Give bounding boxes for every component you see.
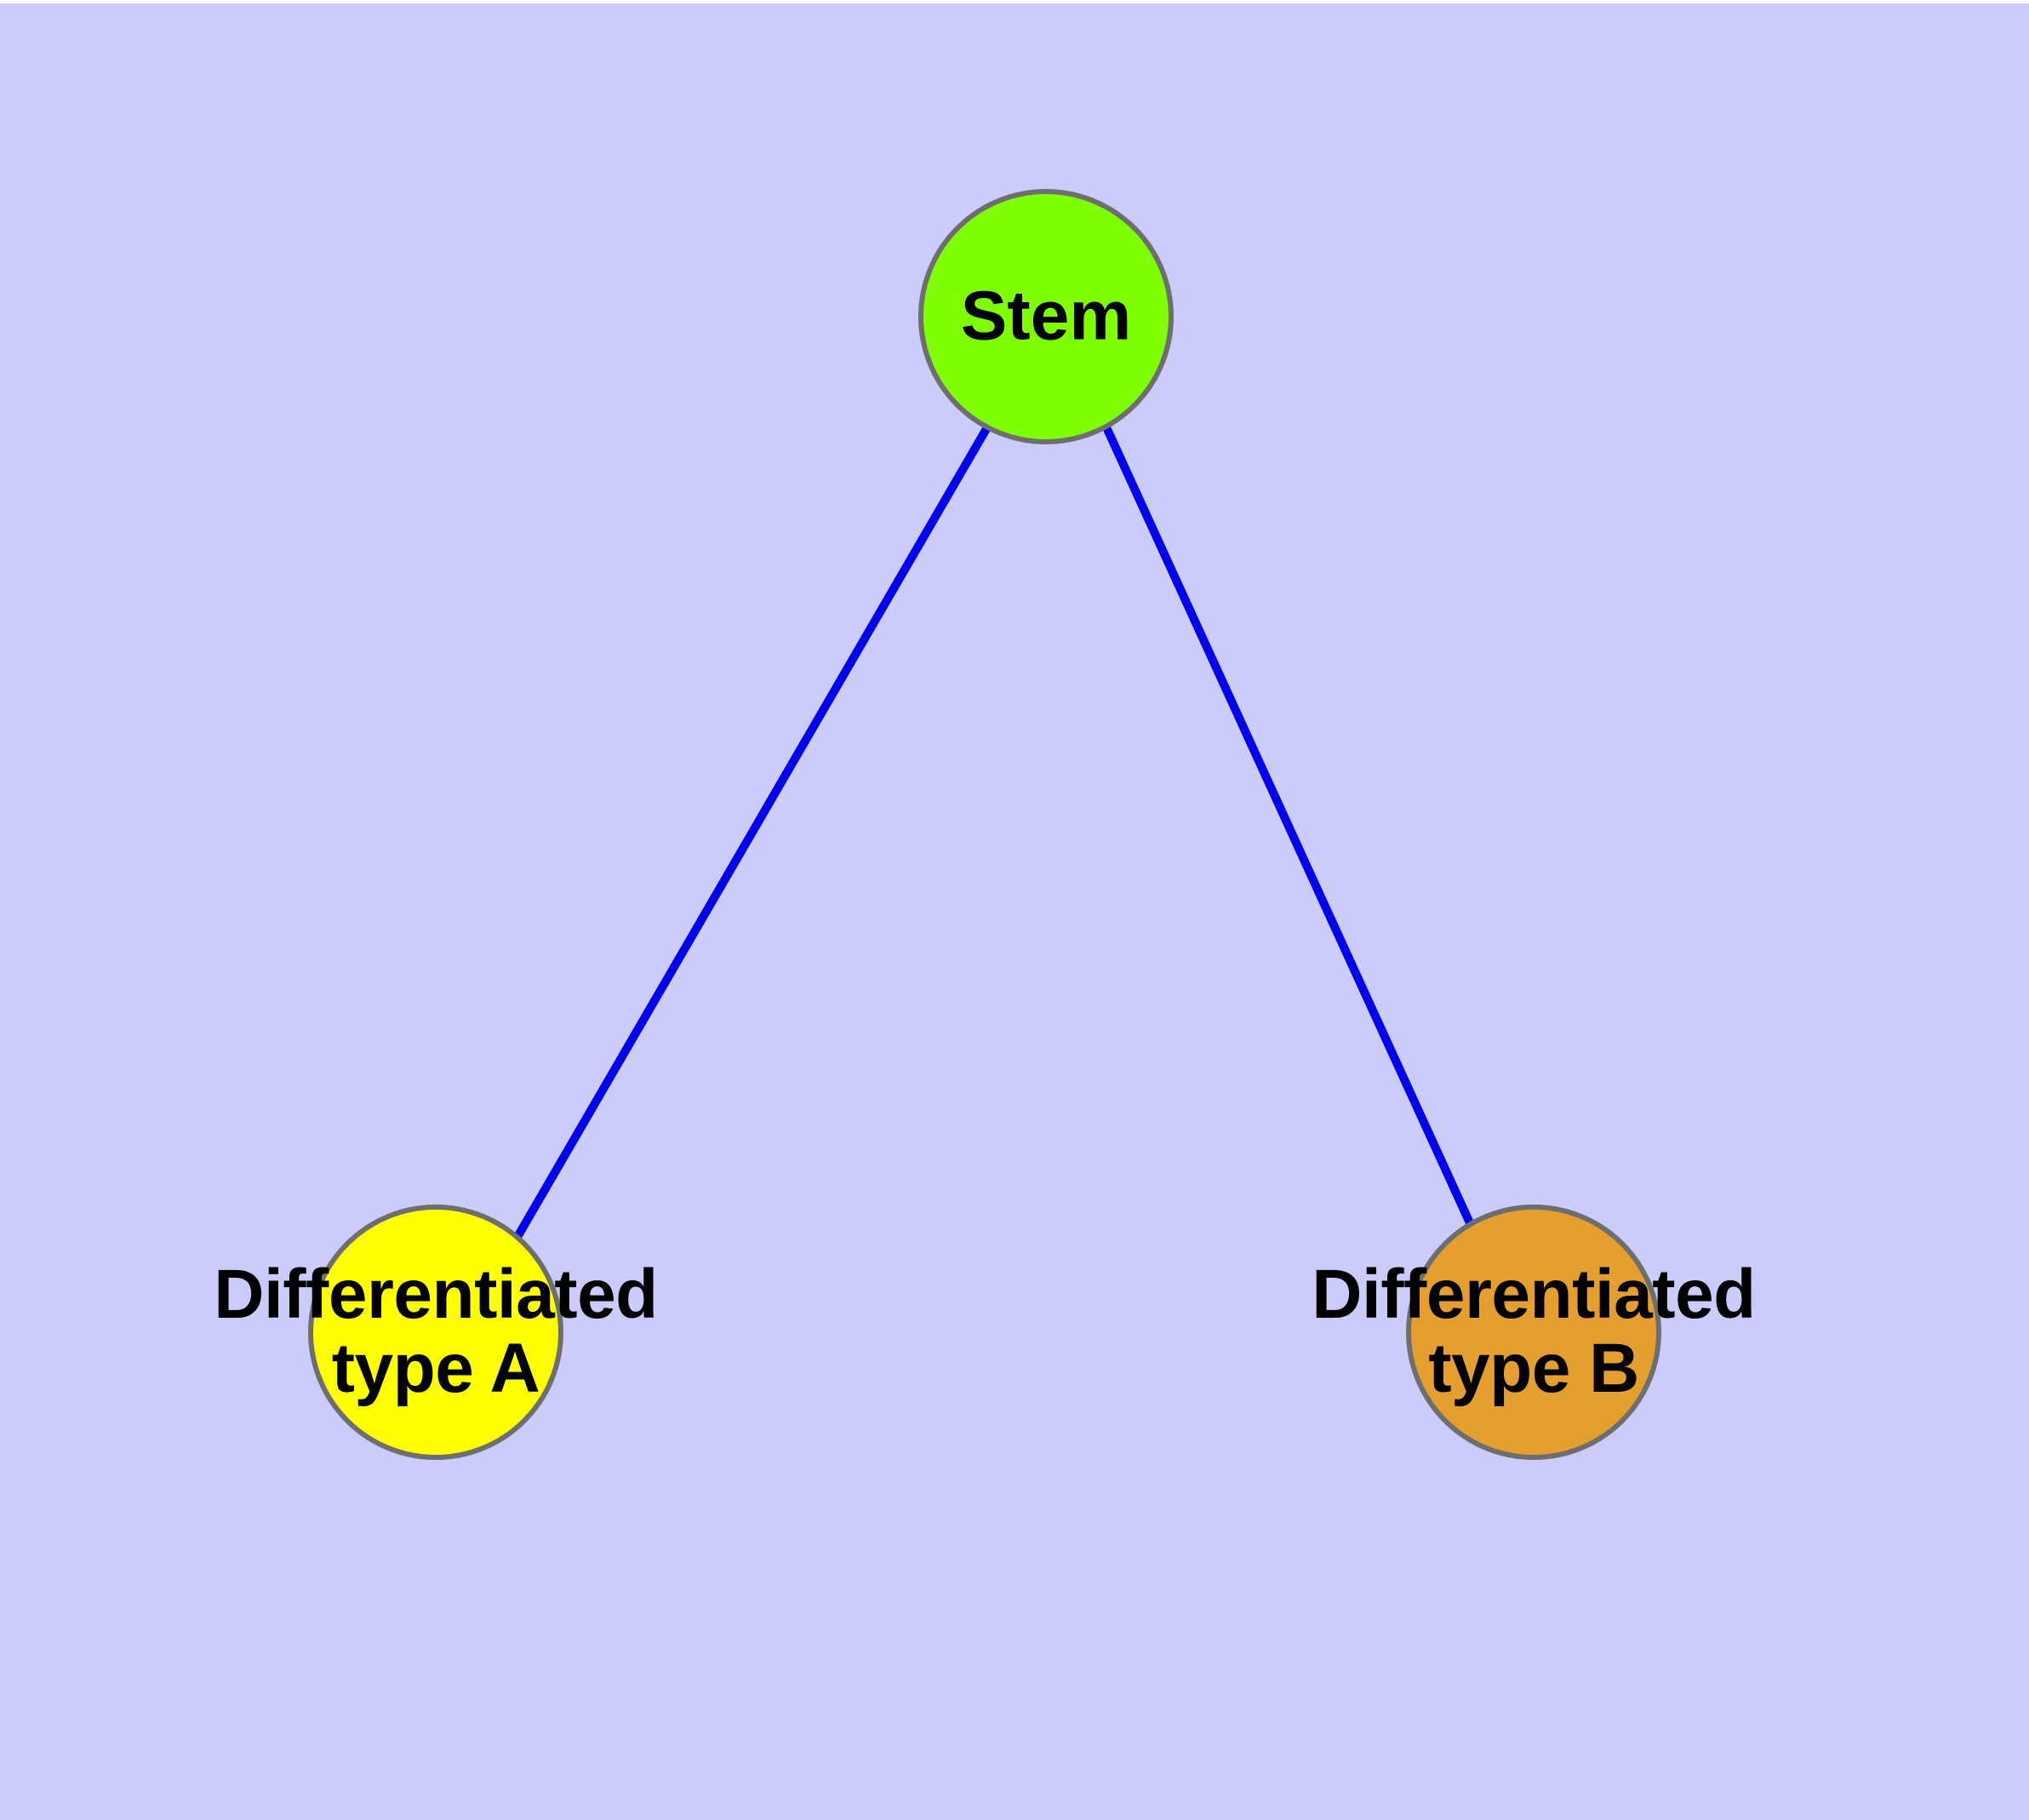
graph-node-diff_a[interactable] — [308, 1205, 563, 1460]
edges-group — [513, 425, 1476, 1239]
graph-node-stem[interactable] — [918, 189, 1174, 444]
graph-edge-stem-to-diff-a — [513, 425, 992, 1239]
graph-node-diff_b[interactable] — [1406, 1205, 1661, 1460]
graph-edge-stem-to-diff-b — [1102, 425, 1476, 1229]
nodes-group — [308, 189, 1661, 1460]
